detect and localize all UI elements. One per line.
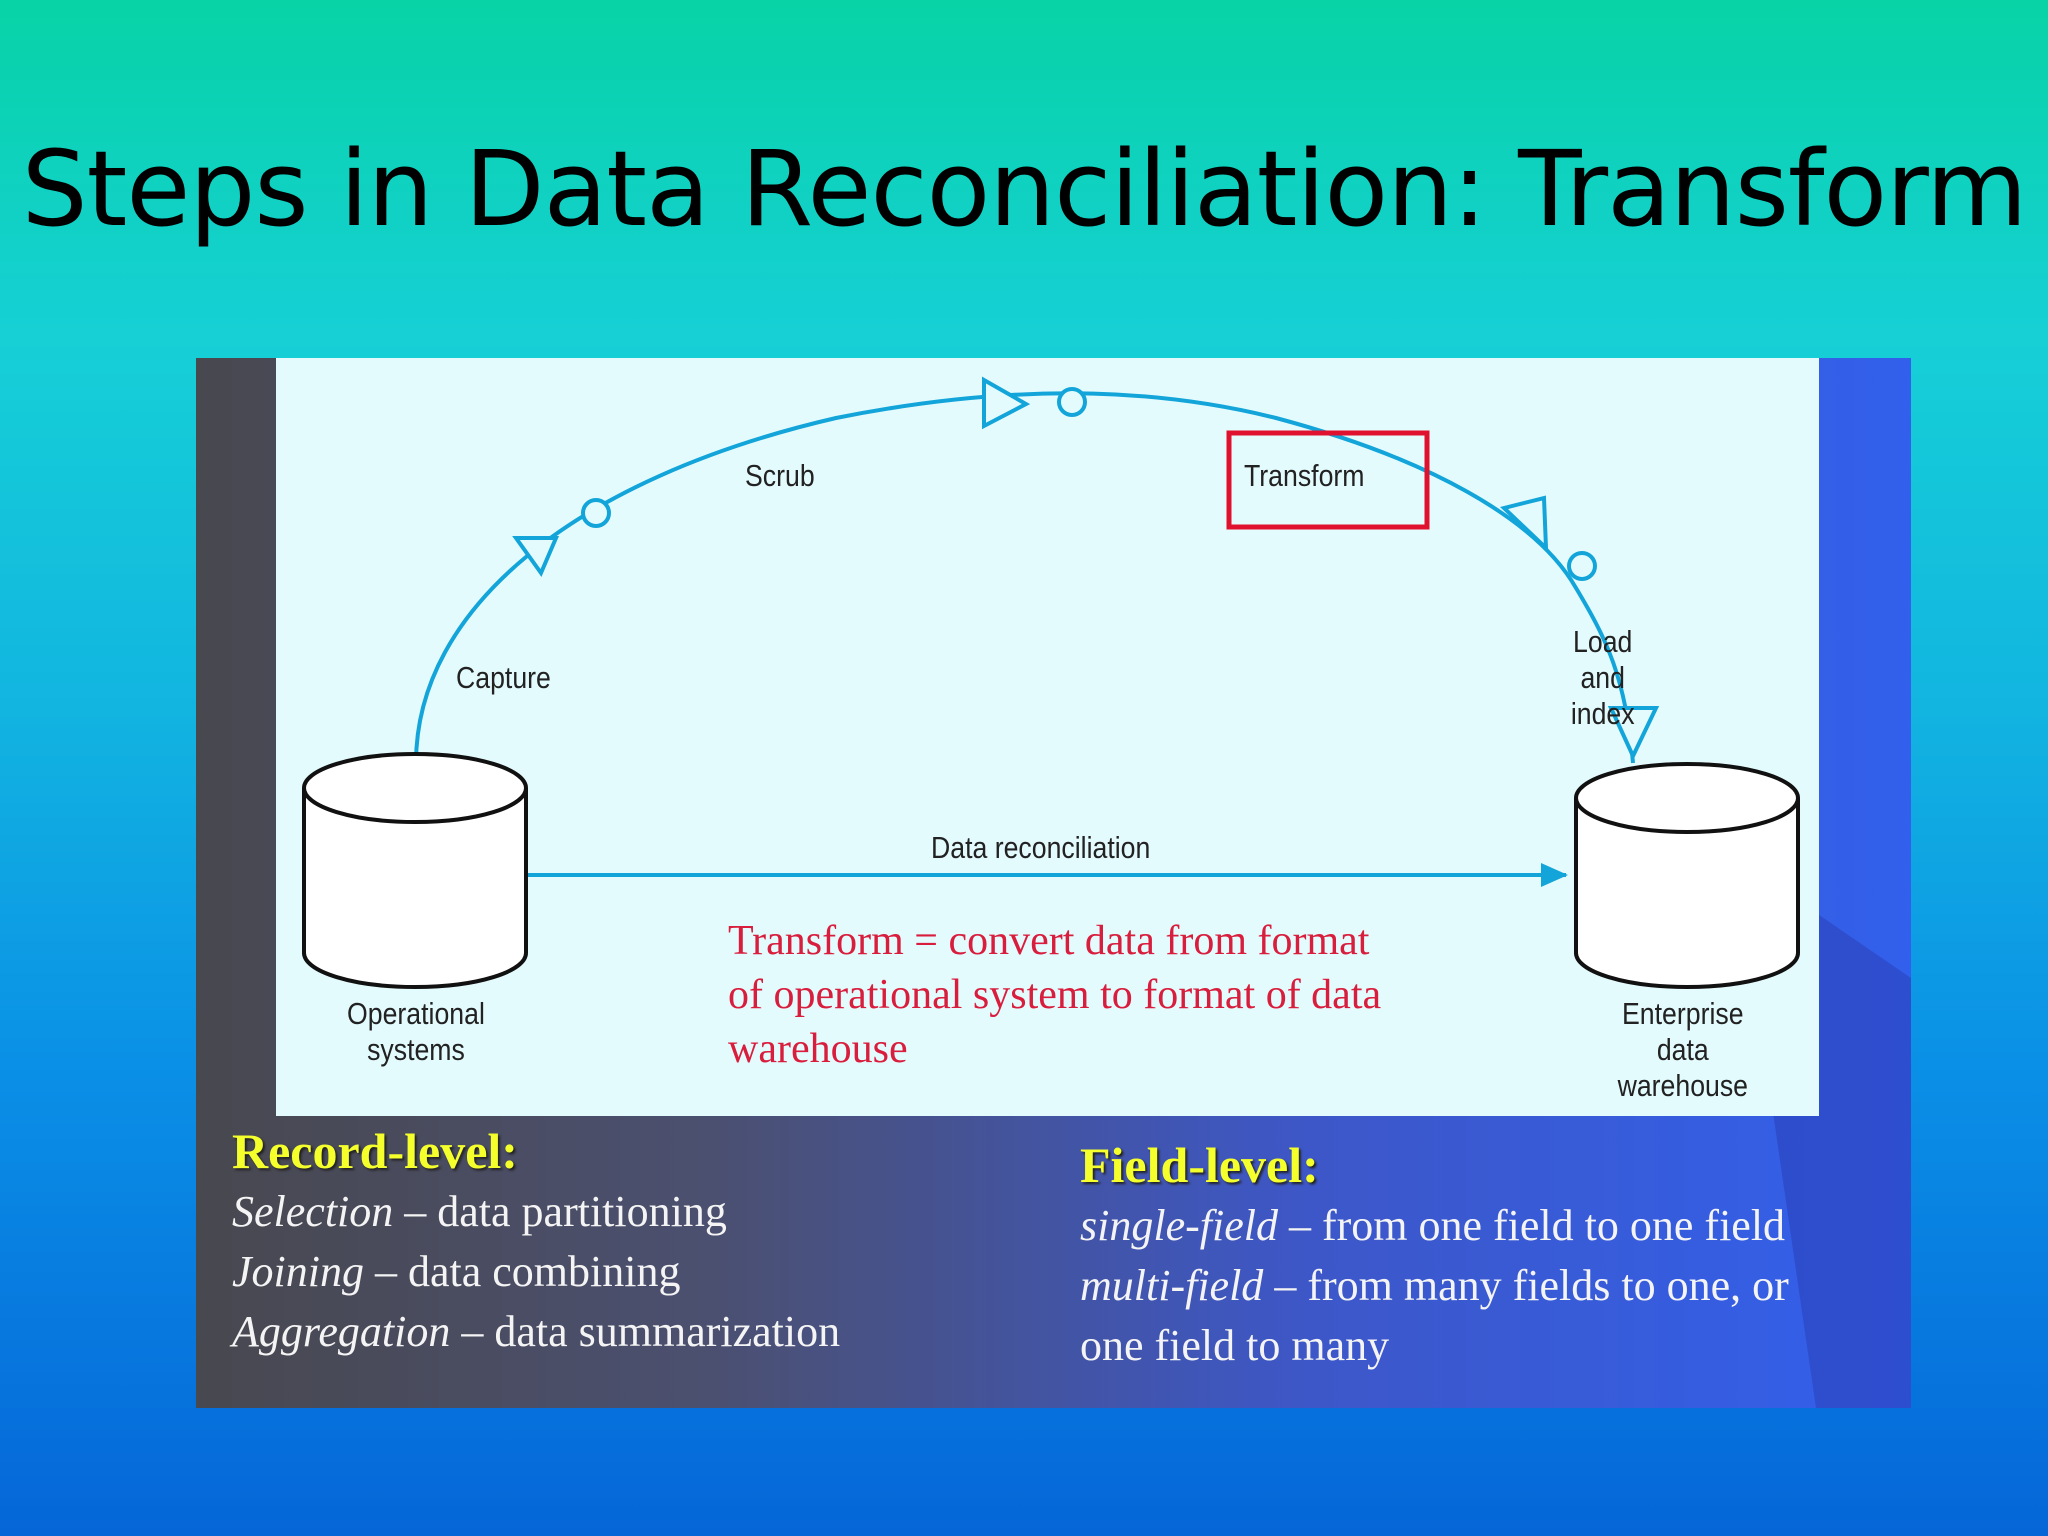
record-level-item: Selection – data partitioning	[232, 1187, 727, 1236]
capture-label: Capture	[456, 660, 551, 695]
diagram-graphics	[302, 376, 1800, 989]
record-level-item: Joining – data combining	[232, 1247, 681, 1296]
field-level-section: Field-level: single-field – from one fie…	[1080, 1134, 1789, 1376]
transform-highlight-box	[1226, 430, 1430, 530]
record-level-heading: Record-level:	[232, 1123, 518, 1179]
transform-definition-note: Transform = convert data from format of …	[728, 918, 1382, 1072]
operational-systems-cylinder	[302, 752, 528, 989]
scrub-label: Scrub	[745, 458, 815, 493]
slide-title: Steps in Data Reconciliation: Transform	[21, 128, 2028, 250]
field-level-heading: Field-level:	[1080, 1137, 1319, 1193]
etl-flow-arc	[414, 391, 1635, 764]
enterprise-warehouse-cylinder	[1574, 762, 1800, 989]
capture-arrow-head	[512, 536, 560, 578]
data-reconciliation-arrow-head	[1541, 863, 1568, 887]
capture-node	[581, 498, 611, 528]
operational-systems-label: Operational systems	[347, 996, 485, 1067]
transform-label: Transform	[1244, 458, 1365, 493]
transform-arrow-head	[1499, 495, 1549, 553]
record-level-section: Record-level: Selection – data partition…	[232, 1120, 840, 1362]
load-and-index-label: Load and index	[1570, 624, 1635, 731]
enterprise-data-warehouse-label: Enterprise data warehouse	[1617, 996, 1749, 1103]
field-level-item: multi-field – from many fields to one, o…	[1080, 1261, 1789, 1310]
field-level-item: single-field – from one field to one fie…	[1080, 1201, 1786, 1250]
field-level-continuation: one field to many	[1080, 1321, 1390, 1370]
scrub-node	[1057, 387, 1087, 417]
load-arrow-head	[1607, 706, 1660, 761]
scrub-arrow-head	[982, 376, 1031, 430]
record-level-item: Aggregation – data summarization	[232, 1307, 841, 1356]
data-reconciliation-diagram: Scrub Transform Capture Load and index D…	[276, 358, 1819, 1116]
transform-node	[1567, 551, 1597, 581]
content-panel: Scrub Transform Capture Load and index D…	[196, 358, 1911, 1408]
data-reconciliation-label: Data reconciliation	[931, 830, 1151, 865]
